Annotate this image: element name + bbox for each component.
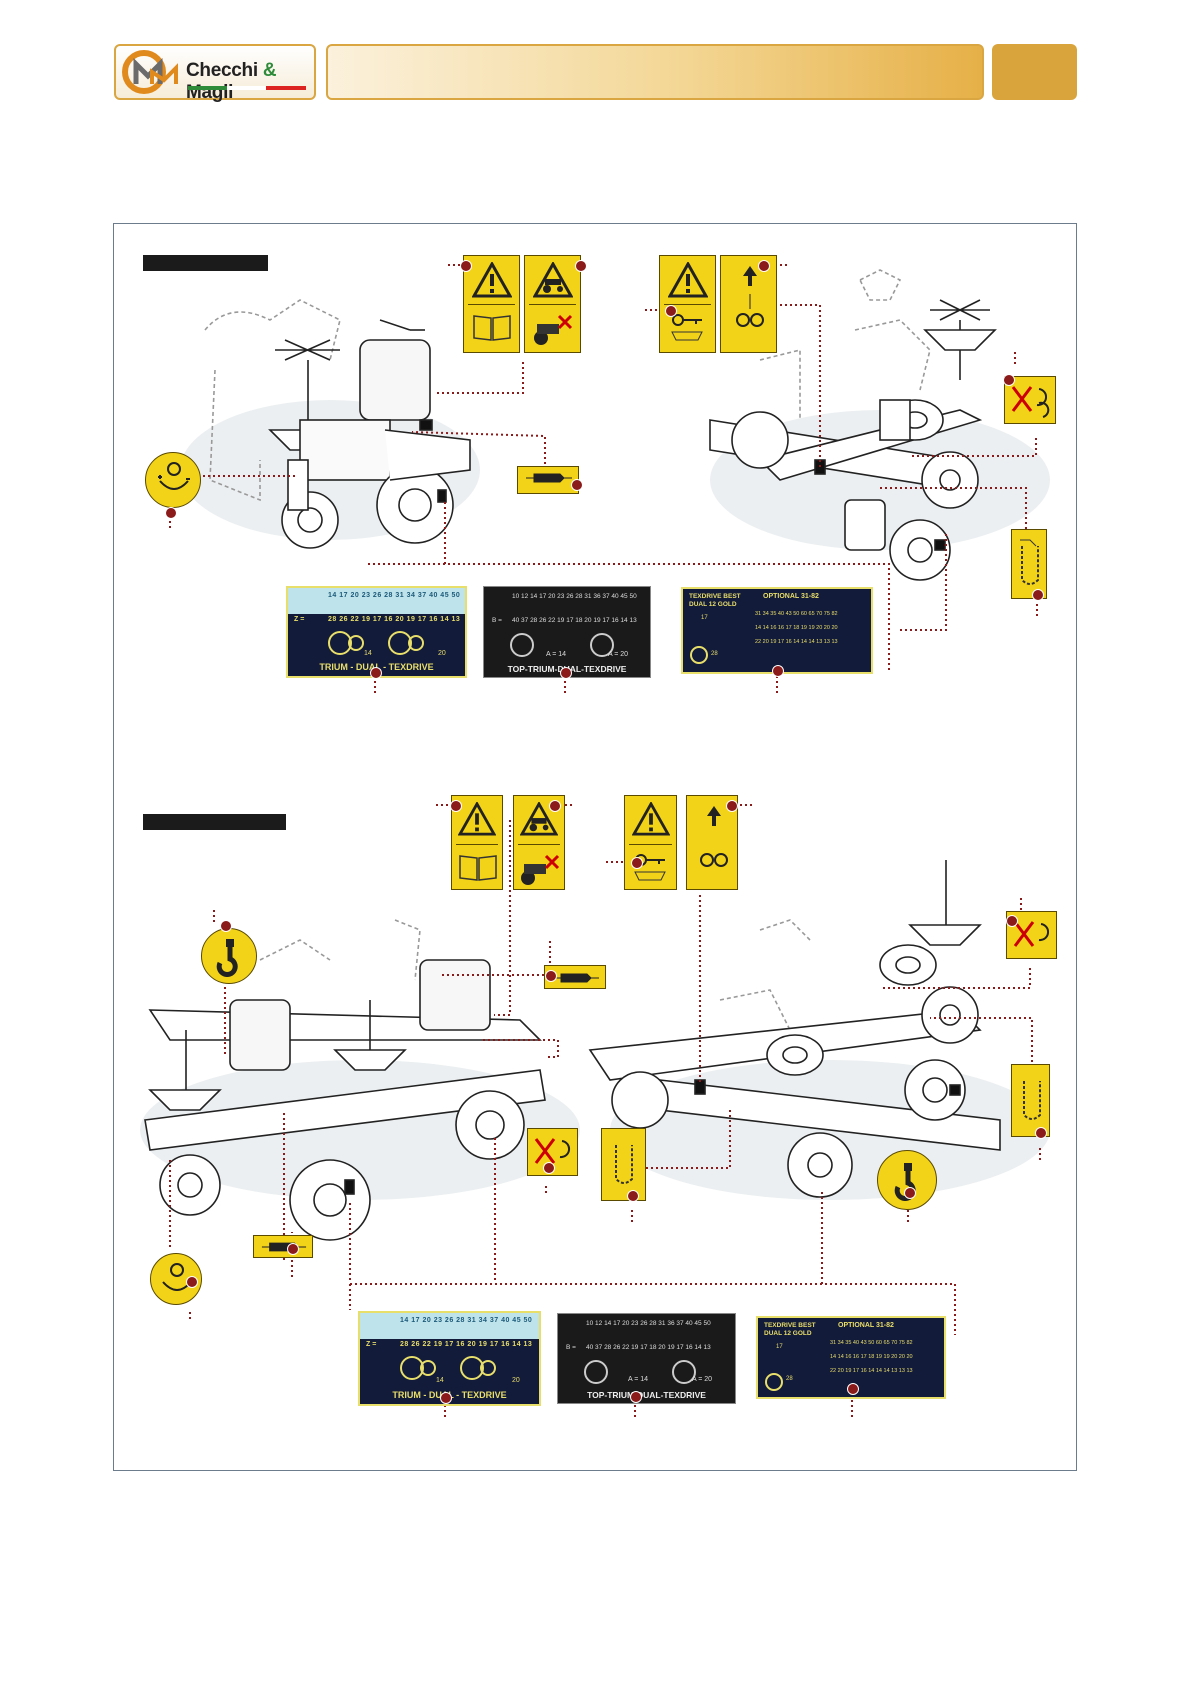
sticker-warning-remove-key: [624, 795, 677, 890]
callout-dot: [549, 800, 561, 812]
plate-trium-dual-texdrive: 14 17 20 23 26 28 31 34 37 40 45 50 Z = …: [286, 586, 467, 678]
sticker-grease-point: [517, 466, 579, 494]
callout-dot: [450, 800, 462, 812]
callout-dot: [772, 665, 784, 677]
sprocket-icon: [765, 1373, 783, 1391]
callout-dot: [904, 1187, 916, 1199]
callout-dot: [1035, 1127, 1047, 1139]
section-label-bottom: [143, 814, 286, 830]
plate-top-trium-dual-texdrive: 10 12 14 17 20 23 26 28 31 36 37 40 45 5…: [483, 586, 651, 678]
chain-icon: [615, 1145, 633, 1184]
double-planter-bottom-left: [140, 919, 580, 1241]
callout-dot: [370, 667, 382, 679]
sticker-grease-point: [253, 1235, 313, 1258]
cm-logo-mark-icon: [122, 50, 178, 94]
callout-dot: [847, 1383, 859, 1395]
callout-dot: [726, 800, 738, 812]
lift-arrow-icon: [736, 266, 764, 327]
callout-dot: [1032, 589, 1044, 601]
warning-triangle-icon: [458, 802, 496, 836]
grease-gun-icon: [526, 473, 572, 483]
italian-flag-stripe: [188, 86, 306, 90]
callout-dot: [571, 479, 583, 491]
plate-texdrive-best: TEXDRIVE BEST DUAL 12 GOLD OPTIONAL 31-8…: [681, 587, 873, 674]
plate-texdrive-best: TEXDRIVE BEST DUAL 12 GOLD OPTIONAL 31-8…: [756, 1316, 946, 1399]
rotation-adjust-icon: [158, 462, 190, 490]
callout-dot: [440, 1392, 452, 1404]
callout-dot: [631, 857, 643, 869]
sticker-warning-read-manual: [463, 255, 520, 353]
callout-dot: [287, 1243, 299, 1255]
gear-drawing-icon: [584, 1360, 696, 1384]
warning-tractor-icon: [532, 262, 573, 298]
key-icon: [671, 314, 703, 341]
content-frame: [113, 223, 1077, 1471]
tractor-no-entry-icon: [534, 314, 573, 345]
manual-book-icon: [459, 855, 497, 881]
plate-trium-dual-texdrive: 14 17 20 23 26 28 31 34 37 40 45 50 Z = …: [358, 1311, 541, 1406]
lift-arrow-icon: [700, 806, 728, 867]
manual-book-icon: [473, 315, 511, 341]
callout-dot: [1003, 374, 1015, 386]
sticker-warning-read-manual: [451, 795, 503, 890]
callout-dot: [560, 667, 572, 679]
sprocket-icon: [690, 646, 708, 664]
no-hands-icon: [534, 1138, 571, 1164]
title-bar: [326, 44, 984, 100]
grease-gun-icon: [261, 1242, 307, 1252]
callout-dot: [1006, 915, 1018, 927]
warning-triangle-icon: [631, 802, 670, 836]
brand-logo: Checchi & Magli: [114, 44, 316, 103]
callout-dot: [220, 920, 232, 932]
callout-dot: [543, 1162, 555, 1174]
sticker-warning-tractor-hazard: [524, 255, 581, 353]
planter-unit-top-left: [180, 299, 480, 549]
callout-dot: [665, 305, 677, 317]
callout-dot: [630, 1391, 642, 1403]
gear-drawing-icon: [400, 1356, 496, 1380]
warning-tractor-icon: [520, 802, 558, 836]
sticker-chain-tension: [1011, 529, 1047, 599]
callout-dot: [165, 507, 177, 519]
sticker-round-lever: [145, 452, 201, 508]
callout-dot: [575, 260, 587, 272]
planter-frame-bottom-right: [588, 860, 1050, 1200]
section-label-top: [143, 255, 268, 271]
sticker-warning-remove-key: [659, 255, 716, 353]
sticker-chain-tension: [1011, 1064, 1050, 1137]
no-hands-icon: [1011, 386, 1050, 418]
planter-frame-top-right: [709, 269, 1050, 581]
callout-dot: [545, 970, 557, 982]
chain-icon: [1023, 1081, 1041, 1120]
tractor-no-entry-icon: [521, 854, 560, 885]
sticker-chain-tension: [601, 1128, 646, 1201]
sticker-hook-lifting-point: [877, 1150, 937, 1210]
sticker-lifting-point: [720, 255, 777, 353]
warning-triangle-icon: [667, 262, 708, 298]
callout-dot: [460, 260, 472, 272]
callout-dot: [627, 1190, 639, 1202]
plate-top-trium-dual-texdrive: 10 12 14 17 20 23 26 28 31 36 37 40 45 5…: [557, 1313, 736, 1404]
hook-icon: [216, 939, 238, 977]
page-number-box: [992, 44, 1077, 100]
gear-drawing-icon: [510, 633, 614, 657]
sticker-hook-lifting-point: [201, 928, 257, 984]
gear-drawing-icon: [328, 631, 424, 655]
callout-dot: [186, 1276, 198, 1288]
chain-icon: [1020, 539, 1039, 585]
grease-gun-icon: [553, 973, 599, 983]
warning-triangle-icon: [471, 262, 512, 298]
callout-dot: [758, 260, 770, 272]
